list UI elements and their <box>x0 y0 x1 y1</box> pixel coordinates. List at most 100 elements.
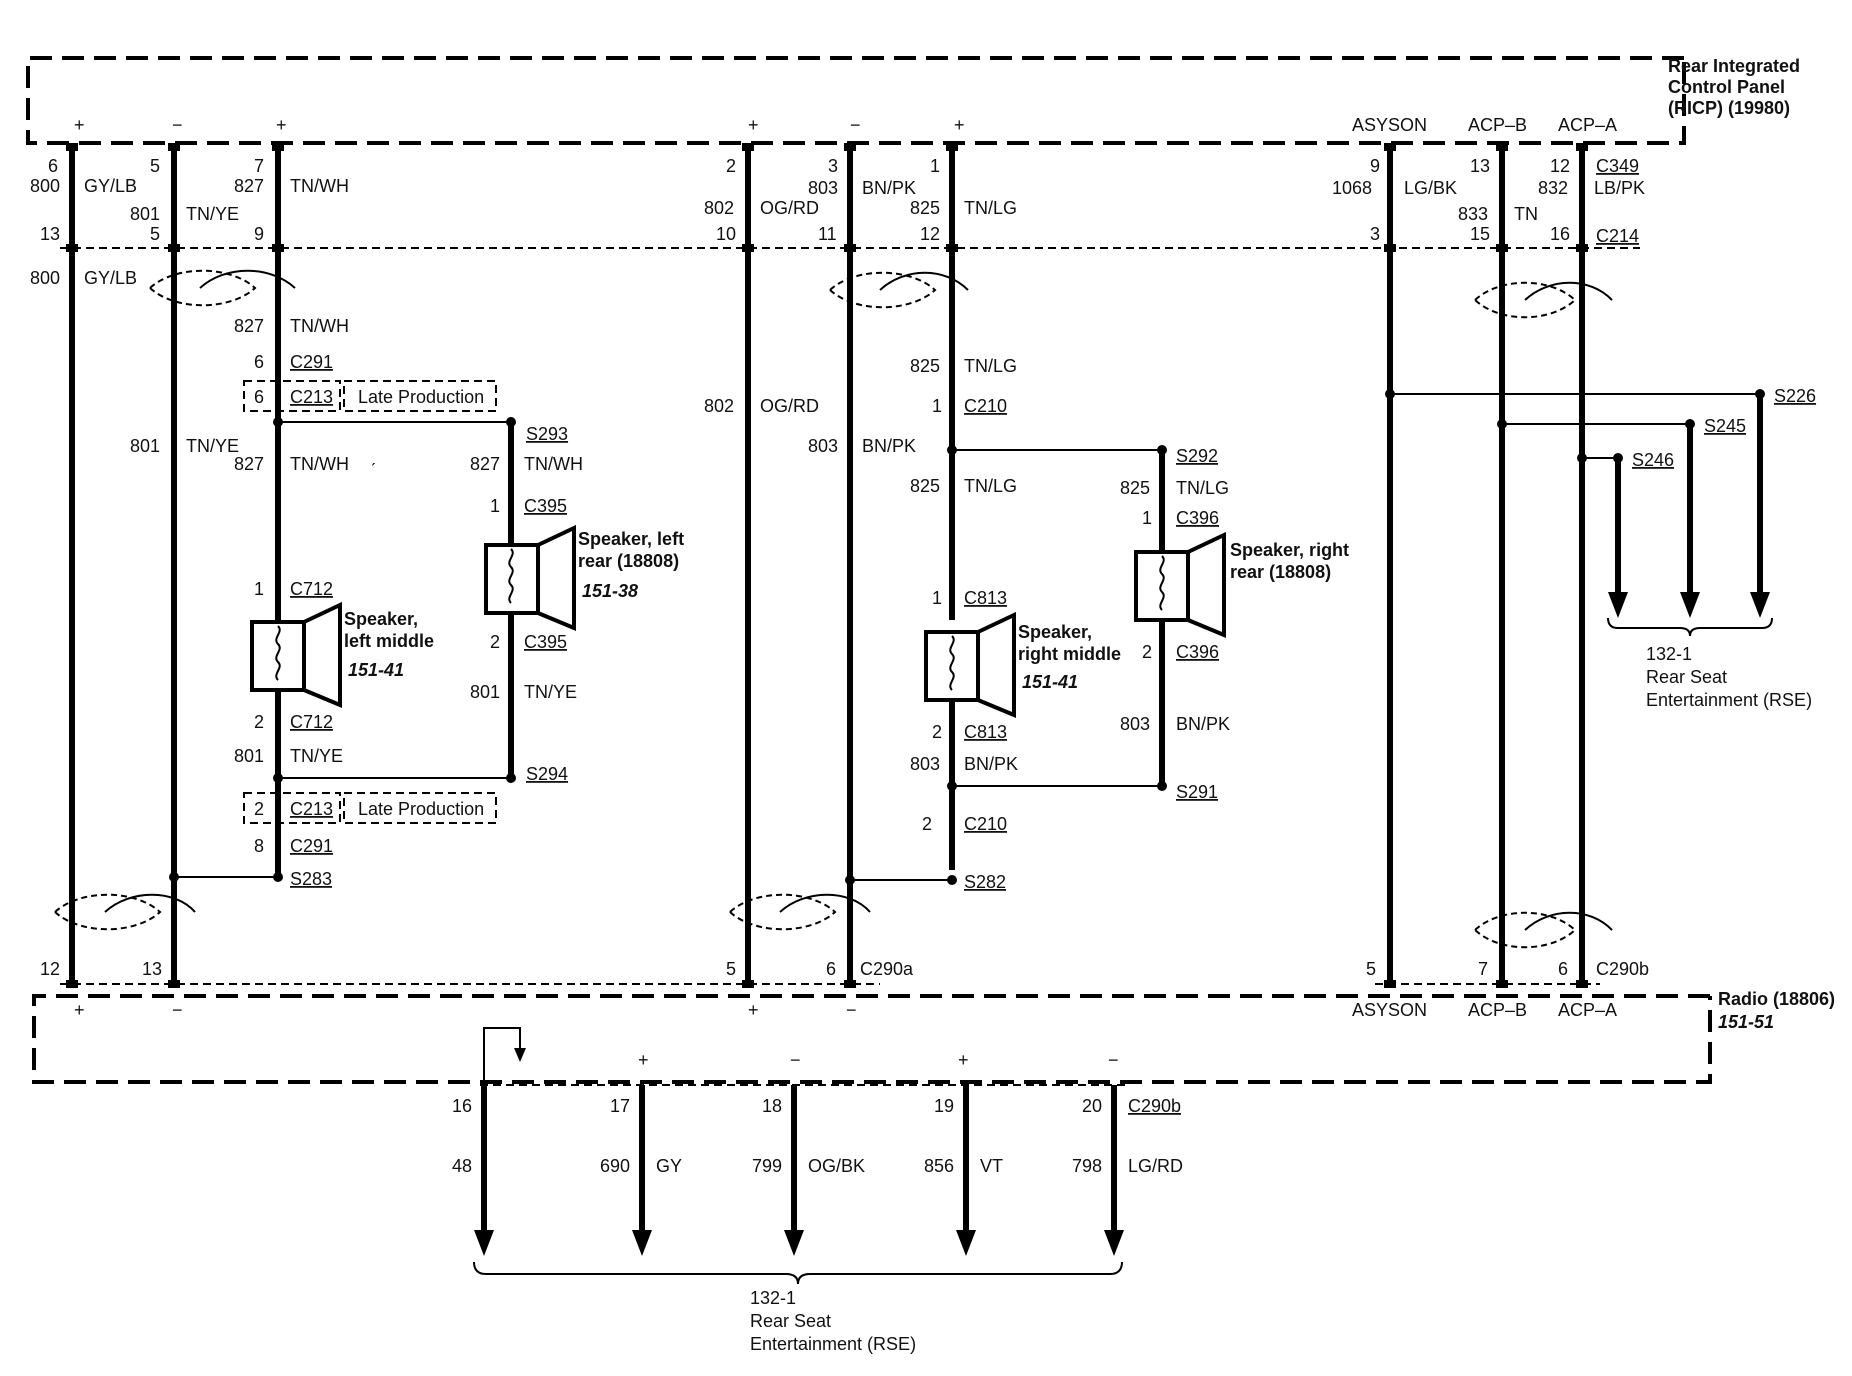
late-production-bottom: Late Production <box>358 799 484 819</box>
color-gylb-mid: GY/LB <box>84 268 137 288</box>
pin-rse-17: 17 <box>610 1096 630 1116</box>
pin-c712-1: 1 <box>254 579 264 599</box>
connector-c291-top: C291 <box>290 352 333 372</box>
splice-dot-s226 <box>1755 389 1765 399</box>
signal-acpb-bottom: ACP–B <box>1468 1000 1527 1020</box>
splice-dot-s226-left <box>1385 389 1395 399</box>
splice-dot-s282 <box>947 875 957 885</box>
twist-pair-6a <box>1474 911 1577 949</box>
connector-c290b-rse: C290b <box>1128 1096 1181 1116</box>
circuit-802-mid: 802 <box>704 396 734 416</box>
pol-plus-rse-1: + <box>638 1050 649 1070</box>
color-bnpk-right-rear: BN/PK <box>1176 714 1230 734</box>
circuit-833-top: 833 <box>1458 204 1488 224</box>
circuit-825-low: 825 <box>910 476 940 496</box>
arrow-48 <box>474 1230 494 1256</box>
pin-c813-1: 1 <box>932 588 942 608</box>
pin-rse-16: 16 <box>452 1096 472 1116</box>
color-tnlg-top: TN/LG <box>964 198 1017 218</box>
twist-pair-5b <box>779 893 871 913</box>
pin-top-1: 1 <box>930 156 940 176</box>
pin-c213-6: 6 <box>254 387 264 407</box>
speaker-left-rear-coil <box>508 548 514 604</box>
color-ogbk: OG/BK <box>808 1156 865 1176</box>
connector-c210-bottom: C210 <box>964 814 1007 834</box>
radio-module-outline <box>32 994 1712 1084</box>
color-tnlg-right-rear: TN/LG <box>1176 478 1229 498</box>
pin-c210-1: 1 <box>932 396 942 416</box>
speaker-left-mid-label-1: Speaker, <box>344 609 418 629</box>
circuit-803-top: 803 <box>808 178 838 198</box>
late-production-top: Late Production <box>358 387 484 407</box>
pin-top-3: 3 <box>828 156 838 176</box>
radio-label: Radio (18806) <box>1718 989 1835 1009</box>
circuit-827-low: 827 <box>234 454 264 474</box>
pin-214-3: 3 <box>1370 224 1380 244</box>
color-vt: VT <box>980 1156 1003 1176</box>
pol-minus-1: − <box>172 115 183 135</box>
circuit-690: 690 <box>600 1156 630 1176</box>
rse-line2-bottom: Entertainment (RSE) <box>750 1334 916 1354</box>
speaker-left-mid-coil <box>275 625 281 681</box>
pol-plus-5: + <box>74 1000 85 1020</box>
connector-c712-bottom: C712 <box>290 712 333 732</box>
c213-box-bottom <box>243 792 341 824</box>
connector-c213-top: C213 <box>290 387 333 407</box>
signal-acpa-bottom: ACP–A <box>1558 1000 1617 1020</box>
splice-s291: S291 <box>1176 782 1218 802</box>
pin-bottom-6: 6 <box>826 959 836 979</box>
twist-pair-4a <box>54 893 162 931</box>
pin-top-5: 5 <box>150 156 160 176</box>
pin-top-7: 7 <box>254 156 264 176</box>
twist-pair-2b <box>879 271 969 291</box>
pin-c395-1: 1 <box>490 496 500 516</box>
pin-214-13: 13 <box>40 224 60 244</box>
pol-plus-6: + <box>748 1000 759 1020</box>
rse-line1-bottom: Rear Seat <box>750 1311 831 1331</box>
pol-plus-3: + <box>748 115 759 135</box>
rse-brace-right <box>1607 617 1773 637</box>
signal-acpa-top: ACP–A <box>1558 115 1617 135</box>
circuit-802-top: 802 <box>704 198 734 218</box>
color-tnwh-left-rear: TN/WH <box>524 454 583 474</box>
connector-c213-bottom: C213 <box>290 799 333 819</box>
splice-dot-s294 <box>506 773 516 783</box>
circuit-800-mid: 800 <box>30 268 60 288</box>
circuit-803-speaker: 803 <box>910 754 940 774</box>
twist-pair-3b <box>1524 281 1613 301</box>
arrow-s246 <box>1608 592 1628 618</box>
speaker-right-mid-label-1: Speaker, <box>1018 622 1092 642</box>
twist-pair-6b <box>1524 911 1613 931</box>
speaker-left-mid-label-2: left middle <box>344 631 434 651</box>
color-gylb-top: GY/LB <box>84 176 137 196</box>
ground-wire <box>483 1027 521 1085</box>
color-ogrd-mid: OG/RD <box>760 396 819 416</box>
circuit-827-top: 827 <box>234 176 264 196</box>
twist-pair-1a <box>149 269 257 307</box>
pol-minus-4: − <box>846 1000 857 1020</box>
pin-c213-2: 2 <box>254 799 264 819</box>
splice-s292: S292 <box>1176 446 1218 466</box>
pin-top-12: 12 <box>1550 156 1570 176</box>
pin-c291-6: 6 <box>254 352 264 372</box>
splice-s293: S293 <box>526 424 568 444</box>
splice-dot-s246-left <box>1577 453 1587 463</box>
connector-c290b-top: C290b <box>1596 959 1649 979</box>
connector-c349: C349 <box>1596 156 1639 176</box>
pin-c396-2: 2 <box>1142 642 1152 662</box>
circuit-798: 798 <box>1072 1156 1102 1176</box>
splice-s245: S245 <box>1704 416 1746 436</box>
connector-c291-bottom: C291 <box>290 836 333 856</box>
speaker-right-rear-label-2: rear (18808) <box>1230 562 1331 582</box>
pin-rse-20: 20 <box>1082 1096 1102 1116</box>
circuit-799: 799 <box>752 1156 782 1176</box>
pol-plus-4: + <box>954 115 965 135</box>
circuit-48: 48 <box>452 1156 472 1176</box>
splice-s246: S246 <box>1632 450 1674 470</box>
speaker-left-rear-label-2: rear (18808) <box>578 551 679 571</box>
color-bnpk-speaker: BN/PK <box>964 754 1018 774</box>
splice-dot-s292 <box>1157 445 1167 455</box>
color-gy: GY <box>656 1156 682 1176</box>
ground-icon <box>514 1048 526 1062</box>
rse-line2-right: Entertainment (RSE) <box>1646 690 1812 710</box>
